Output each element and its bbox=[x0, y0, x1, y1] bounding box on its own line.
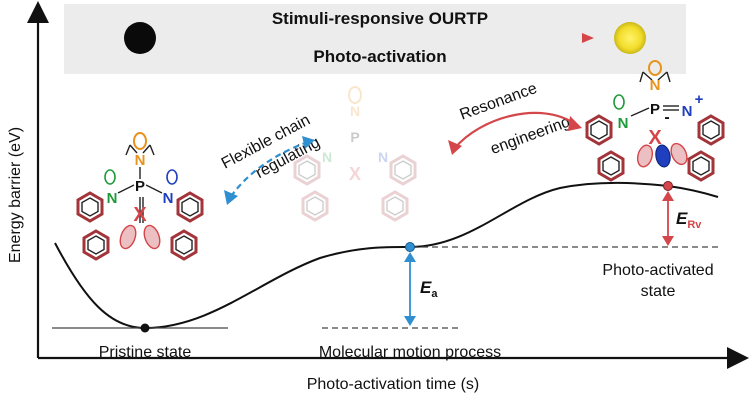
luminous-state-dot bbox=[614, 22, 646, 54]
activated-point bbox=[663, 181, 673, 191]
ea-annotation: Ea bbox=[404, 252, 438, 326]
pristine-molecule: N P N N X bbox=[76, 132, 204, 261]
amine-n-left: N bbox=[135, 152, 146, 169]
cross-mark-left: X bbox=[133, 204, 147, 226]
carbazole-n-blue-mid: N bbox=[378, 149, 388, 165]
y-axis-label: Energy barrier (eV) bbox=[7, 127, 24, 263]
ea-arrow-head-top bbox=[404, 252, 416, 262]
intermediate-molecule: N P N N X bbox=[293, 86, 417, 222]
x-axis-label: Photo-activation time (s) bbox=[307, 376, 480, 393]
resonance-arrow-head-start bbox=[448, 140, 462, 155]
erv-annotation: ERv bbox=[662, 191, 702, 246]
phosphorus-left: P bbox=[135, 178, 145, 195]
ea-label: Ea bbox=[420, 278, 438, 300]
banner-subtitle: Photo-activation bbox=[313, 47, 446, 66]
activated-molecule: N P N N + - X bbox=[585, 60, 725, 182]
axes: Energy barrier (eV) Photo-activation tim… bbox=[7, 1, 749, 393]
ea-arrow-head-bottom bbox=[404, 316, 416, 326]
energy-profile bbox=[52, 181, 720, 333]
amine-n-mid: N bbox=[350, 103, 360, 119]
pristine-point bbox=[140, 323, 150, 333]
dark-state-dot bbox=[124, 22, 156, 54]
carbazole-n-green-left: N bbox=[107, 190, 118, 207]
resonance-arrow bbox=[454, 111, 576, 149]
erv-label: ERv bbox=[676, 209, 702, 231]
photo-activated-label-line2: state bbox=[641, 283, 676, 300]
erv-arrow-head-top bbox=[662, 191, 674, 201]
minus-charge: - bbox=[664, 109, 669, 126]
cross-mark-mid: X bbox=[349, 164, 361, 184]
flexible-chain-annotation: Flexible chain regulating bbox=[219, 112, 323, 205]
plus-charge: + bbox=[695, 91, 704, 108]
flexible-arrow-head-end bbox=[302, 136, 315, 149]
carbazole-n-green-right: N bbox=[618, 115, 629, 132]
top-banner: Stimuli-responsive OURTP Photo-activatio… bbox=[64, 4, 686, 74]
erv-arrow-head-bottom bbox=[662, 236, 674, 246]
banner-title: Stimuli-responsive OURTP bbox=[272, 9, 488, 28]
photo-activated-label-line1: Photo-activated bbox=[602, 262, 713, 279]
resonance-annotation: Resonance engineering bbox=[448, 80, 582, 158]
flexible-chain-arrow bbox=[229, 140, 309, 199]
intermediate-point bbox=[405, 242, 415, 252]
resonance-arrow-head-end bbox=[568, 116, 582, 131]
cross-mark-right: X bbox=[648, 127, 662, 149]
carbazole-n-blue-left: N bbox=[163, 190, 174, 207]
molecular-motion-label: Molecular motion process bbox=[319, 344, 501, 361]
amine-n-right: N bbox=[650, 77, 661, 94]
phosphorus-mid: P bbox=[350, 129, 359, 145]
pristine-state-label: Pristine state bbox=[99, 344, 192, 361]
banner-arrow-head bbox=[582, 33, 594, 43]
phosphorus-right: P bbox=[650, 101, 660, 118]
carbazole-n-green-mid: N bbox=[322, 149, 332, 165]
flexible-arrow-head-start bbox=[224, 190, 238, 205]
resonance-text: Resonance bbox=[458, 80, 540, 124]
carbazole-n-blue-right: N bbox=[682, 103, 693, 120]
engineering-text: engineering bbox=[488, 113, 572, 158]
